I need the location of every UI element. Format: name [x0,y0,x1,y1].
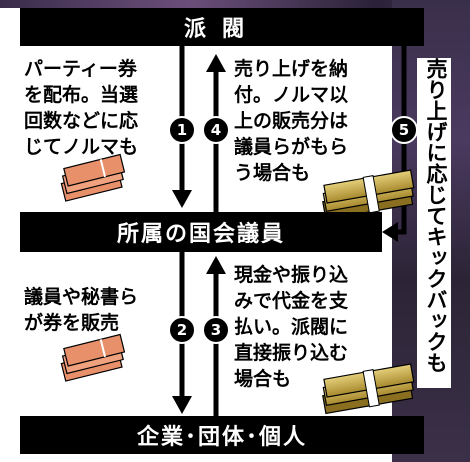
ticket-stack-icon [60,333,126,382]
step-4-badge: 4 [202,116,230,144]
photo-strip-top [0,0,470,8]
arrow-5-kickback [382,46,407,242]
step-1-text: パーティー券 を配布。当選 回数などに応 じてノルマも [24,58,139,158]
arrow-3-up [206,256,226,416]
ticket-stack-icon [60,153,126,202]
step-4-text: 売り上げを納 付。ノルマ以 上の販売分は 議員らがもら う場合も [234,58,349,184]
step-2-text: 議員や秘書ら が券を販売 [24,286,139,334]
step-3-text: 現金や振り込 みで代金を支 払い。派閥に 直接振り込む 場合も [234,264,349,390]
money-bundle-icon [322,169,415,221]
step-2-badge: 2 [168,316,196,344]
node-faction: 派閥 [20,8,424,46]
step-5-text: 売り上げに応じてキックバックも [417,58,451,388]
step-5-badge: 5 [390,116,418,144]
step-1-badge: 1 [168,116,196,144]
node-companies-individuals: 企業･団体･個人 [20,416,424,454]
node-diet-member: 所属の国会議員 [20,212,382,252]
money-bundle-icon [322,363,415,415]
step-3-badge: 3 [202,316,230,344]
